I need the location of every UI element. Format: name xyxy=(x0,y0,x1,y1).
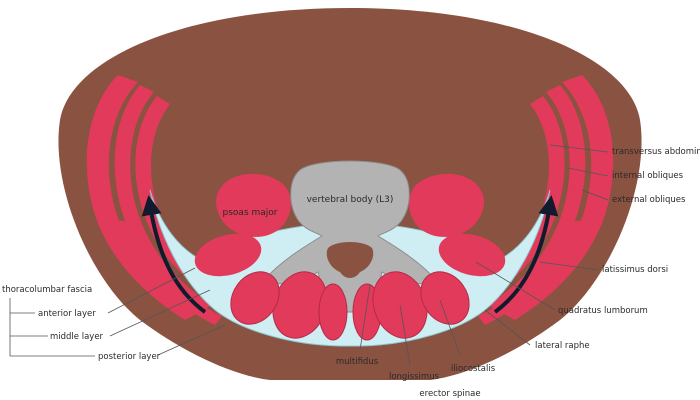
vertebral-canal xyxy=(326,242,374,278)
label-thoracolumbar-fascia: thoracolumbar fascia xyxy=(2,285,92,295)
multifidus-left xyxy=(318,283,348,341)
label-latissimus-dorsi: latissimus dorsi xyxy=(602,265,668,275)
label-posterior-layer: posterior layer xyxy=(98,352,161,362)
arrow-right xyxy=(493,195,559,314)
label-longissimus: longissimus xyxy=(389,372,440,382)
internal-obliques-left xyxy=(114,85,212,312)
external-obliques-left xyxy=(86,75,200,320)
psoas-major-right xyxy=(409,173,484,237)
leader-lines xyxy=(9,144,609,366)
label-iliocostalis: iliocostalis xyxy=(451,364,496,374)
label-anterior-layer: anterior layer xyxy=(38,309,96,319)
label-transversus-abdominis: transversus abdominis xyxy=(612,147,700,157)
internal-obliques-right xyxy=(488,85,586,312)
label-middle-layer: middle layer xyxy=(50,332,104,342)
label-multifidus: multifidus xyxy=(336,357,379,367)
arrow-left xyxy=(141,195,207,314)
quadratus-lumborum-right xyxy=(438,233,506,277)
label-psoas-major: psoas major xyxy=(223,208,278,218)
latissimus-dorsi-right xyxy=(478,220,585,325)
quadratus-lumborum-left xyxy=(194,233,262,277)
iliocostalis-left xyxy=(230,271,280,325)
label-quadratus-lumborum: quadratus lumborum xyxy=(558,306,648,316)
iliocostalis-right xyxy=(420,271,470,325)
external-obliques-right xyxy=(500,75,614,320)
psoas-major-left xyxy=(216,173,291,237)
latissimus-dorsi-left xyxy=(115,220,222,325)
label-vertebral-body: vertebral body (L3) xyxy=(307,195,394,205)
label-erector-spinae: erector spinae xyxy=(419,389,480,399)
label-lateral-raphe: lateral raphe xyxy=(535,341,590,351)
label-internal-obliques: internal obliques xyxy=(612,171,684,181)
label-external-obliques: external obliques xyxy=(612,195,686,205)
